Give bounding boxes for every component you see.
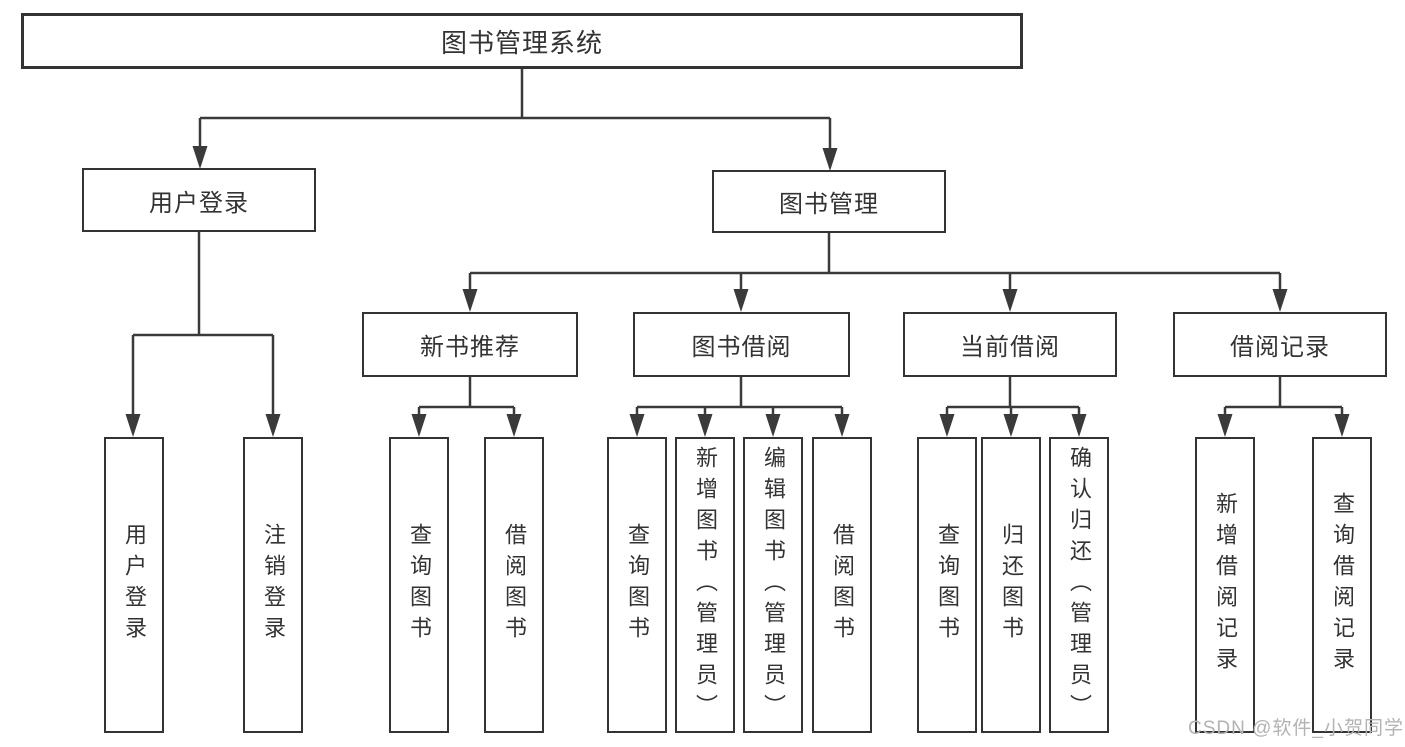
arrow-down-icon [192, 146, 208, 169]
connector-book-mgmt [468, 233, 1282, 294]
node-current-borrow: 当前借阅 [903, 312, 1117, 377]
node-label: 注销登录 [261, 523, 286, 647]
node-label: 查询图书 [625, 523, 650, 647]
node-label: 借阅记录 [1230, 334, 1330, 361]
leaf-borrow-books-2: 借阅图书 [812, 437, 872, 733]
leaf-logout: 注销登录 [243, 437, 303, 733]
node-label: 查询图书 [407, 523, 432, 647]
arrow-down-icon [1217, 414, 1233, 437]
node-user-login: 用户登录 [82, 168, 316, 232]
node-label: 图书借阅 [691, 334, 792, 361]
node-book-borrow: 图书借阅 [633, 312, 850, 377]
leaf-query-books-1: 查询图书 [389, 437, 449, 733]
connector-root [198, 69, 832, 150]
node-label: 当前借阅 [960, 334, 1060, 361]
node-label: 新增借阅记录 [1213, 492, 1238, 678]
leaf-return-books: 归还图书 [981, 437, 1041, 733]
connector-user-login [131, 232, 275, 419]
arrow-down-icon [834, 414, 850, 437]
arrow-down-icon [697, 414, 713, 437]
leaf-add-books-admin: 新增图书（管理员） [675, 437, 735, 733]
leaf-query-books-2: 查询图书 [607, 437, 667, 733]
arrow-down-icon [822, 148, 838, 171]
leaf-add-borrow-record: 新增借阅记录 [1195, 437, 1255, 733]
node-label: 查询图书 [935, 523, 960, 647]
arrow-down-icon [506, 414, 522, 437]
node-label: 新书推荐 [420, 334, 520, 361]
node-label: 用户登录 [149, 189, 249, 217]
arrow-down-icon [939, 414, 955, 437]
connector-current [945, 377, 1081, 419]
node-label: 图书管理 [779, 191, 879, 218]
arrow-down-icon [1003, 414, 1019, 437]
arrow-down-icon [629, 414, 645, 437]
leaf-user-login: 用户登录 [104, 437, 164, 733]
node-library-system: 图书管理系统 [21, 13, 1023, 69]
leaf-edit-books-admin: 编辑图书（管理员） [743, 437, 803, 733]
arrow-down-icon [462, 289, 478, 312]
node-label: 查询借阅记录 [1330, 492, 1355, 678]
arrow-down-icon [265, 414, 281, 437]
node-label: 确认归还（管理员） [1067, 445, 1092, 725]
leaf-query-books-3: 查询图书 [917, 437, 977, 733]
arrow-down-icon [125, 414, 141, 437]
arrow-down-icon [411, 414, 427, 437]
node-label: 归还图书 [999, 523, 1024, 647]
arrow-down-icon [1071, 414, 1087, 437]
node-label: 借阅图书 [830, 523, 855, 647]
node-book-management: 图书管理 [712, 170, 946, 233]
leaf-query-borrow-record: 查询借阅记录 [1312, 437, 1372, 733]
node-label: 新增图书（管理员） [693, 445, 718, 725]
arrow-down-icon [1002, 289, 1018, 312]
connector-records [1223, 377, 1344, 419]
node-borrow-records: 借阅记录 [1173, 312, 1387, 377]
arrow-down-icon [765, 414, 781, 437]
node-label: 借阅图书 [502, 523, 527, 647]
connector-new-books [417, 377, 516, 419]
arrowheads [125, 146, 1350, 437]
node-label: 用户登录 [122, 523, 147, 647]
leaf-confirm-return-admin: 确认归还（管理员） [1049, 437, 1109, 733]
arrow-down-icon [1272, 289, 1288, 312]
node-new-book-recommend: 新书推荐 [362, 312, 578, 377]
leaf-borrow-books-1: 借阅图书 [484, 437, 544, 733]
node-label: 编辑图书（管理员） [761, 445, 786, 725]
connector-book-borrow [635, 377, 844, 419]
node-label: 图书管理系统 [440, 27, 603, 58]
arrow-down-icon [1334, 414, 1350, 437]
csdn-watermark: CSDN @软件_小贺同学 [1188, 718, 1404, 739]
arrow-down-icon [733, 289, 749, 312]
